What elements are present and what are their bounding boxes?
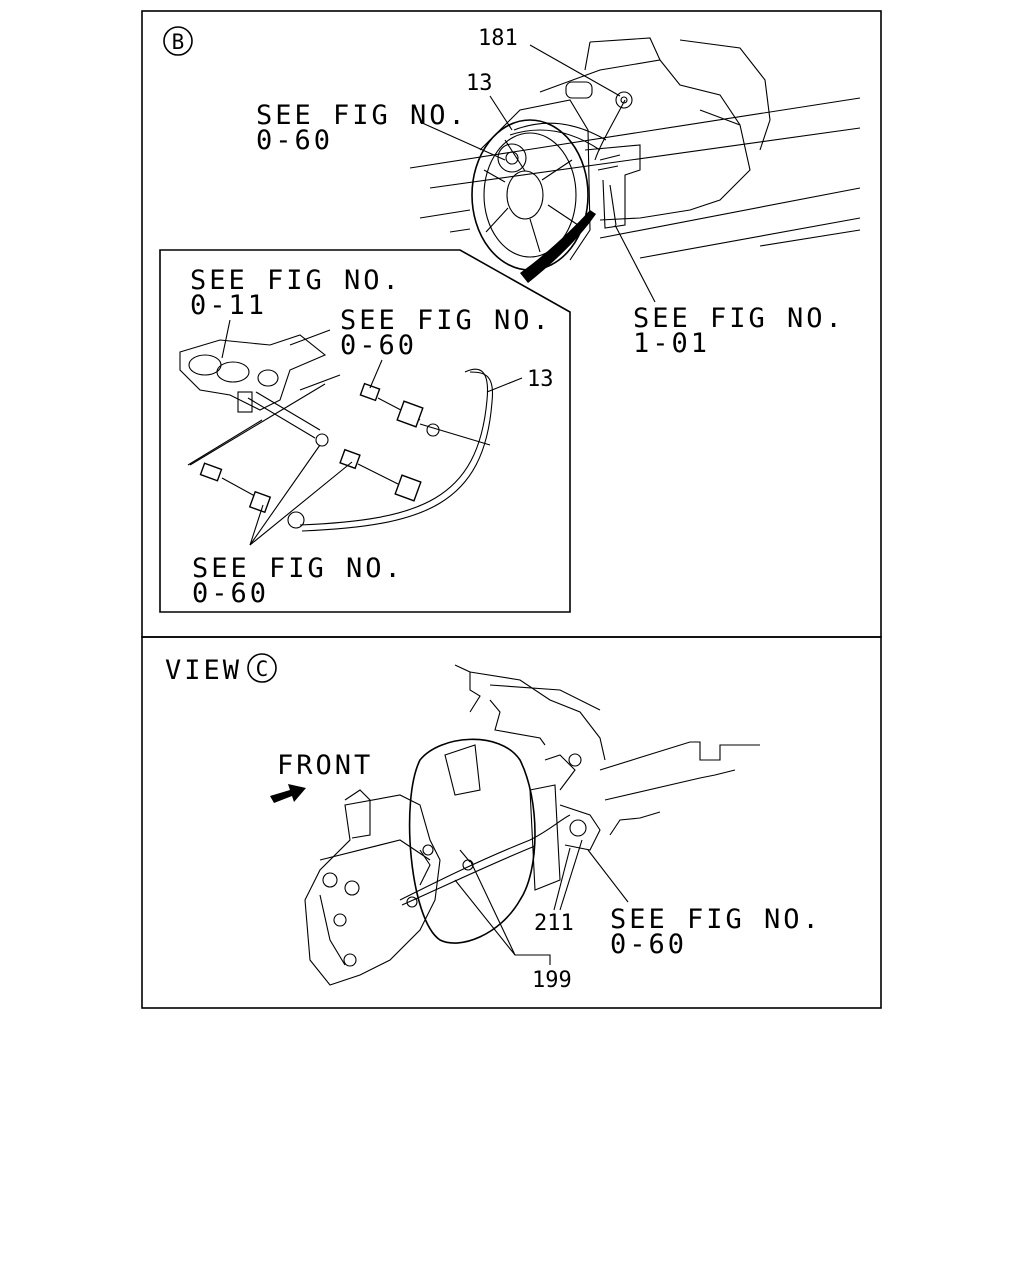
ref-bottom-line2: 0-60 (192, 578, 269, 609)
leader-bracket (614, 224, 656, 303)
leader-ref-bottom-c (249, 504, 264, 546)
marker-c-letter: C (256, 657, 269, 681)
view-label: VIEW (165, 655, 242, 686)
leader-211-b (559, 839, 583, 911)
ref-side-line2: 0-60 (610, 929, 687, 960)
sensor-assemblies (189, 382, 491, 529)
panel-c: VIEW C FRONT (165, 653, 822, 993)
leader-199 (454, 879, 551, 965)
detail-inset: SEE FIG NO. 0-11 SEE FIG NO. 0-60 13 SEE… (159, 249, 571, 613)
leader-211-a (553, 847, 571, 911)
panel-c-frame (141, 636, 882, 1009)
front-arrow-icon (270, 784, 306, 803)
callout-13-top: 13 (466, 71, 493, 96)
callout-13-inset: 13 (527, 367, 554, 392)
callout-211: 211 (534, 911, 574, 936)
leader-ref-bottom-b (249, 461, 353, 546)
leader-ref-top (221, 319, 231, 359)
cable-13 (299, 368, 489, 526)
ref-fan-line2: 0-60 (256, 125, 333, 156)
ref-side-line1: SEE FIG NO. (610, 904, 822, 935)
callout-181: 181 (478, 26, 518, 51)
leader-13-top (489, 95, 513, 131)
leader-fan (419, 121, 506, 161)
ref-bracket-line1: SEE FIG NO. (633, 303, 845, 334)
transmission-illustration (304, 664, 760, 986)
ref-top-line1: SEE FIG NO. (190, 265, 402, 296)
ref-top-line2: 0-11 (190, 290, 267, 321)
leader-ref-bottom-a (249, 444, 321, 546)
front-label: FRONT (277, 750, 373, 781)
ref-bracket-line2: 1-01 (633, 328, 710, 359)
manifold-part (179, 329, 341, 413)
ref-mid-line2: 0-60 (340, 330, 417, 361)
leader-181 (529, 44, 621, 97)
ref-mid-line1: SEE FIG NO. (340, 305, 552, 336)
leader-ref-mid (369, 359, 383, 389)
zoom-pointer (520, 210, 596, 283)
engine-illustration (409, 37, 861, 271)
panel-b: B (159, 26, 861, 613)
callout-199: 199 (532, 968, 572, 993)
marker-b-letter: B (172, 30, 185, 54)
marker-c-circle (247, 653, 277, 683)
leader-13-inset (486, 377, 523, 393)
marker-b-circle (163, 26, 193, 56)
leader-ref-side (587, 849, 629, 903)
detail-inset-frame (159, 249, 571, 613)
ref-fan-line1: SEE FIG NO. (256, 100, 468, 131)
ref-bottom-line1: SEE FIG NO. (192, 553, 404, 584)
